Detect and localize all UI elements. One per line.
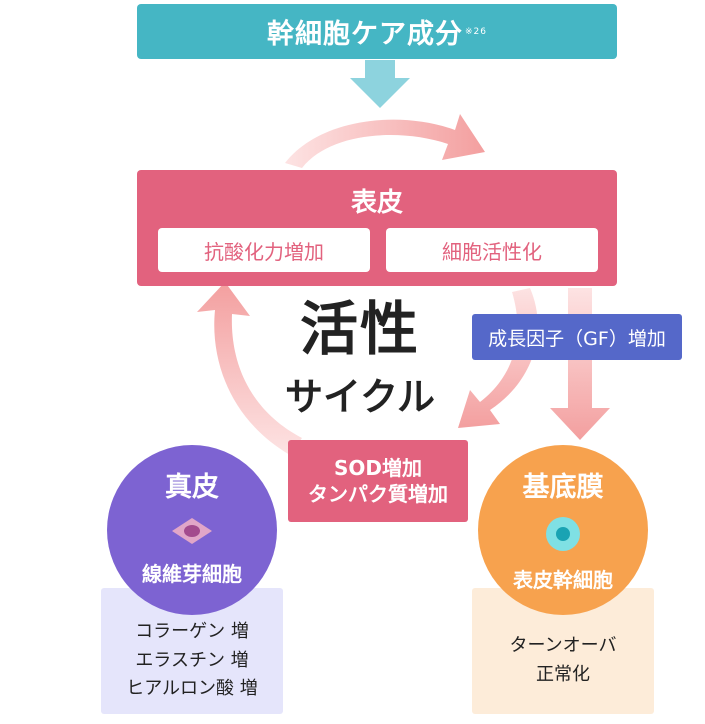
antioxidant-chip: 抗酸化力増加 [158, 228, 370, 272]
top-bar-title: 幹細胞ケア成分 [267, 19, 463, 50]
basement-membrane-circle: 基底膜 表皮幹細胞 [478, 445, 648, 615]
epidermis-title: 表皮 [350, 188, 403, 218]
dermis-title: 真皮 [165, 472, 219, 503]
down-arrow-teal [350, 60, 410, 108]
fibroblast-cell-icon [172, 518, 212, 544]
top-bar-note: ※26 [465, 26, 487, 37]
center-subtitle: サイクル [284, 374, 436, 419]
dermis-circle: 真皮 線維芽細胞 [107, 445, 277, 615]
epidermal-stem-cell-label: 表皮幹細胞 [513, 568, 613, 592]
epidermal-stem-cell-icon [546, 517, 580, 551]
cycle-arrow-top [285, 114, 485, 168]
stem-cell-care-ingredient-bar: 幹細胞ケア成分※26 [137, 4, 617, 59]
center-title: 活性 [299, 295, 420, 363]
down-arrow-pink [550, 288, 610, 440]
fibroblast-label: 線維芽細胞 [142, 562, 242, 586]
protein-line: タンパク質増加 [308, 482, 448, 506]
growth-factor-label: 成長因子（GF）増加 [472, 314, 682, 360]
sod-line: SOD増加 [333, 456, 422, 480]
cell-activation-chip: 細胞活性化 [386, 228, 598, 272]
epidermis-box: 表皮 抗酸化力増加 細胞活性化 [137, 170, 617, 286]
basement-title: 基底膜 [522, 472, 604, 503]
cycle-arrow-left [197, 282, 302, 455]
sod-protein-box: SOD増加 タンパク質増加 [288, 440, 468, 522]
